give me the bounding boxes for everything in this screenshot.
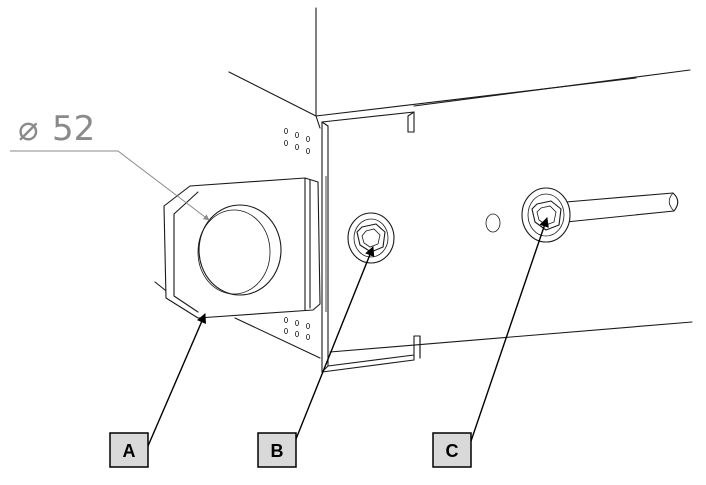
housing-body xyxy=(154,7,693,359)
diameter-dimension: ⌀ 52 xyxy=(10,109,210,221)
vent-holes-upper xyxy=(283,127,310,154)
callout-b: B xyxy=(257,432,297,468)
bolt-c xyxy=(521,187,679,243)
small-hole xyxy=(485,213,501,233)
leader-line-a xyxy=(147,313,207,447)
callout-a-label: A xyxy=(123,441,136,461)
flange-plate-a xyxy=(163,176,327,319)
diameter-value: 52 xyxy=(52,109,95,149)
vent-holes-lower xyxy=(283,316,310,340)
callout-c: C xyxy=(432,432,472,468)
callout-c-label: C xyxy=(446,441,459,461)
callout-b-label: B xyxy=(271,441,284,461)
leader-line-c xyxy=(469,217,549,445)
callout-a: A xyxy=(109,432,149,468)
diameter-symbol: ⌀ xyxy=(18,109,38,149)
bolt-b xyxy=(347,212,395,264)
leader-line-b xyxy=(293,246,375,445)
